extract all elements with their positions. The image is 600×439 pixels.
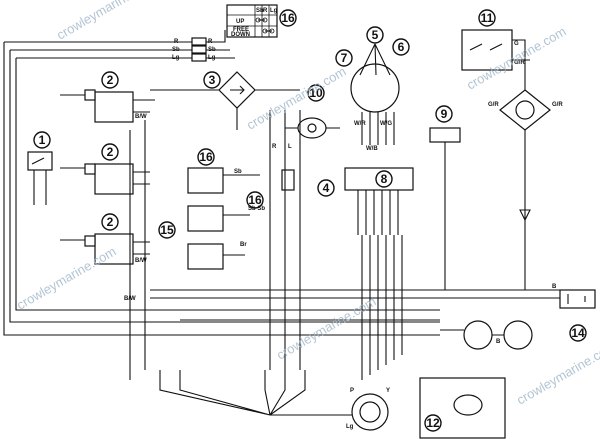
callout-14-battery: 14 B [150,284,596,342]
svg-text:16: 16 [199,150,213,164]
svg-text:G/R: G/R [488,102,499,108]
svg-text:G/R: G/R [514,60,525,66]
svg-text:crowleymarine.com: crowleymarine.com [514,339,600,408]
svg-text:8: 8 [381,172,388,186]
svg-text:B/W: B/W [135,114,147,120]
callout-3-rectifier: 3 [150,71,300,130]
wire-label-r2: R [208,39,213,45]
callout-12-motor: 12 [419,377,506,439]
svg-text:W/G: W/G [380,121,392,127]
callout-10-motor: 10 [285,84,340,139]
svg-text:2: 2 [107,73,114,87]
svg-text:10: 10 [309,86,323,100]
svg-text:16: 16 [248,193,262,207]
coil-1: 2 B/W [60,71,155,123]
switch-row-free: FREE [233,27,249,33]
wire-label-sb: Sb [172,47,180,53]
svg-text:7: 7 [341,51,348,65]
svg-text:Lg: Lg [346,424,354,430]
svg-text:4: 4 [323,181,330,195]
svg-text:15: 15 [160,223,174,237]
right-sensor: G/R G/R [488,89,563,290]
wire-label-lg: Lg [172,55,180,61]
top-connectors: R Sb Lg R Sb Lg [172,30,235,62]
switch-header-r: R [263,8,268,14]
svg-text:Sb Sb: Sb Sb [248,206,265,212]
callout-16-top: 16 [279,9,297,27]
switch-header-lg: Lg [270,8,278,14]
svg-text:3: 3 [209,73,216,87]
svg-text:1: 1 [39,133,46,147]
callout-9: 9 [429,105,461,290]
svg-text:crowleymarine.com: crowleymarine.com [54,0,158,43]
svg-text:12: 12 [426,416,440,430]
callout-11: 11 G G/R [461,9,530,90]
wire-label-sb2: Sb [208,47,216,53]
callout-8-box: 8 [344,167,414,380]
svg-text:crowleymarine.com: crowleymarine.com [14,244,118,313]
svg-text:B/W: B/W [124,296,136,302]
switch-row-down: DOWN [231,32,250,38]
relay-group: 16 16 15 Sb Sb Sb [158,148,265,270]
svg-text:G: G [514,41,519,47]
stator-group: 7 5 6 W/R W/G W/B [335,26,410,152]
svg-text:crowleymarine.com: crowleymarine.com [244,64,348,133]
wire-label-r: R [174,39,179,45]
svg-text:11: 11 [481,11,494,25]
left-harness [3,41,440,336]
svg-text:16: 16 [281,11,295,25]
svg-text:9: 9 [441,107,448,121]
svg-text:14: 14 [571,326,585,340]
svg-text:Br: Br [240,242,247,248]
svg-text:6: 6 [398,40,405,54]
switch-header-sb: Sb [256,8,264,14]
coil-3: 2 B/W [60,213,150,265]
svg-text:G/R: G/R [552,102,563,108]
bottom-right-connectors: B [440,320,533,350]
svg-text:R: R [272,144,277,150]
callout-1: 1 [27,131,53,205]
svg-text:Sb: Sb [234,169,242,175]
callout-4: 4 [281,169,335,197]
svg-text:B/W: B/W [135,258,147,264]
svg-text:W/R: W/R [354,121,366,127]
switch-row-up: UP [236,19,244,25]
svg-text:L: L [288,144,292,150]
svg-text:B: B [552,284,557,290]
wire-label-lg2: Lg [208,55,216,61]
svg-text:2: 2 [107,215,114,229]
svg-text:W/B: W/B [366,146,378,152]
coil-2: 2 [60,143,150,195]
mid-wiring: B/W Br R L [124,110,440,380]
switch-table: Sb R Lg UP FREE DOWN [226,4,278,38]
svg-text:2: 2 [107,145,114,159]
main-connector: P Y Lg [159,370,390,431]
svg-text:Y: Y [386,388,390,394]
svg-text:B: B [496,339,501,345]
svg-text:crowleymarine.com: crowleymarine.com [274,294,378,363]
svg-text:P: P [350,388,354,394]
svg-text:5: 5 [372,28,379,42]
